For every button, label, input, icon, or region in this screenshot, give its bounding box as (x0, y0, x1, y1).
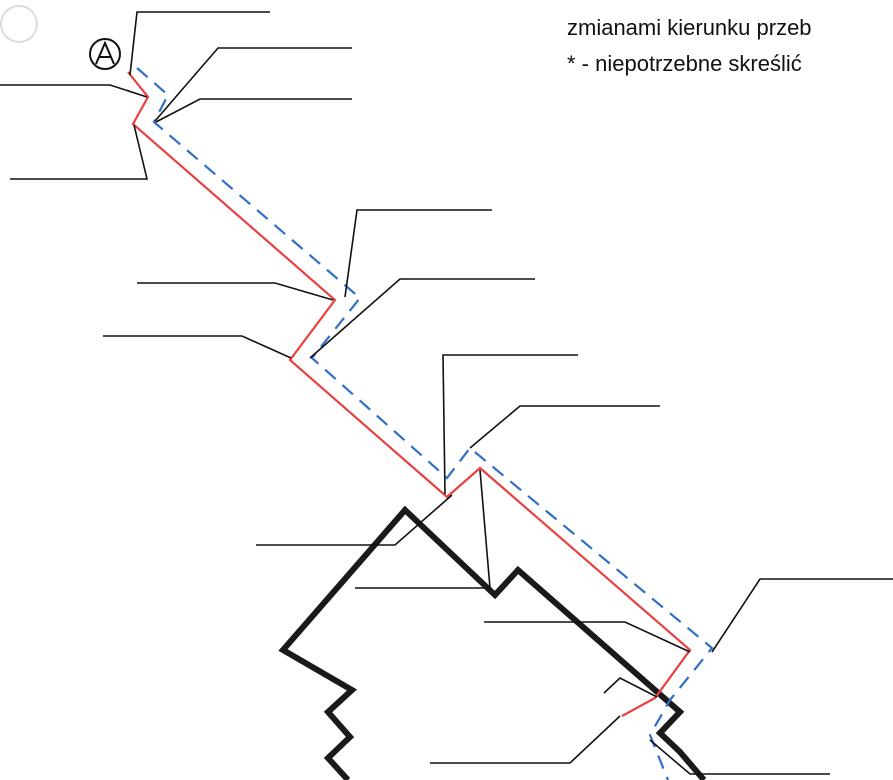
leader-bottom-b (649, 739, 830, 775)
building-outline (278, 505, 707, 780)
leader-bldg-c (484, 621, 691, 653)
leader-bldg-a (256, 494, 453, 546)
point-a-symbol (89, 38, 121, 70)
leader-top-a (129, 11, 270, 76)
leader-mid-a (344, 209, 492, 298)
leader-right-a (442, 354, 578, 495)
leader-bldg-b (355, 469, 491, 589)
leader-bottom-a (430, 715, 621, 764)
blue-route (136, 67, 714, 780)
leader-left-b (10, 124, 149, 180)
leader-top-b (154, 47, 352, 122)
leader-mid-d (103, 335, 292, 359)
note-line-2: * - niepotrzebne skreślić (567, 51, 802, 76)
red-route (127, 71, 692, 717)
leader-far-right (711, 578, 893, 653)
leader-left-a (0, 84, 148, 98)
leader-corner (603, 677, 658, 698)
leader-mid-c (137, 282, 334, 301)
corner-circle-mark (0, 5, 38, 43)
leader-top-c (155, 98, 352, 123)
leader-lines (0, 11, 893, 775)
leader-mid-b (309, 278, 535, 359)
note-line-1: zmianami kierunku przeb (567, 15, 812, 40)
leader-right-b (469, 405, 660, 449)
